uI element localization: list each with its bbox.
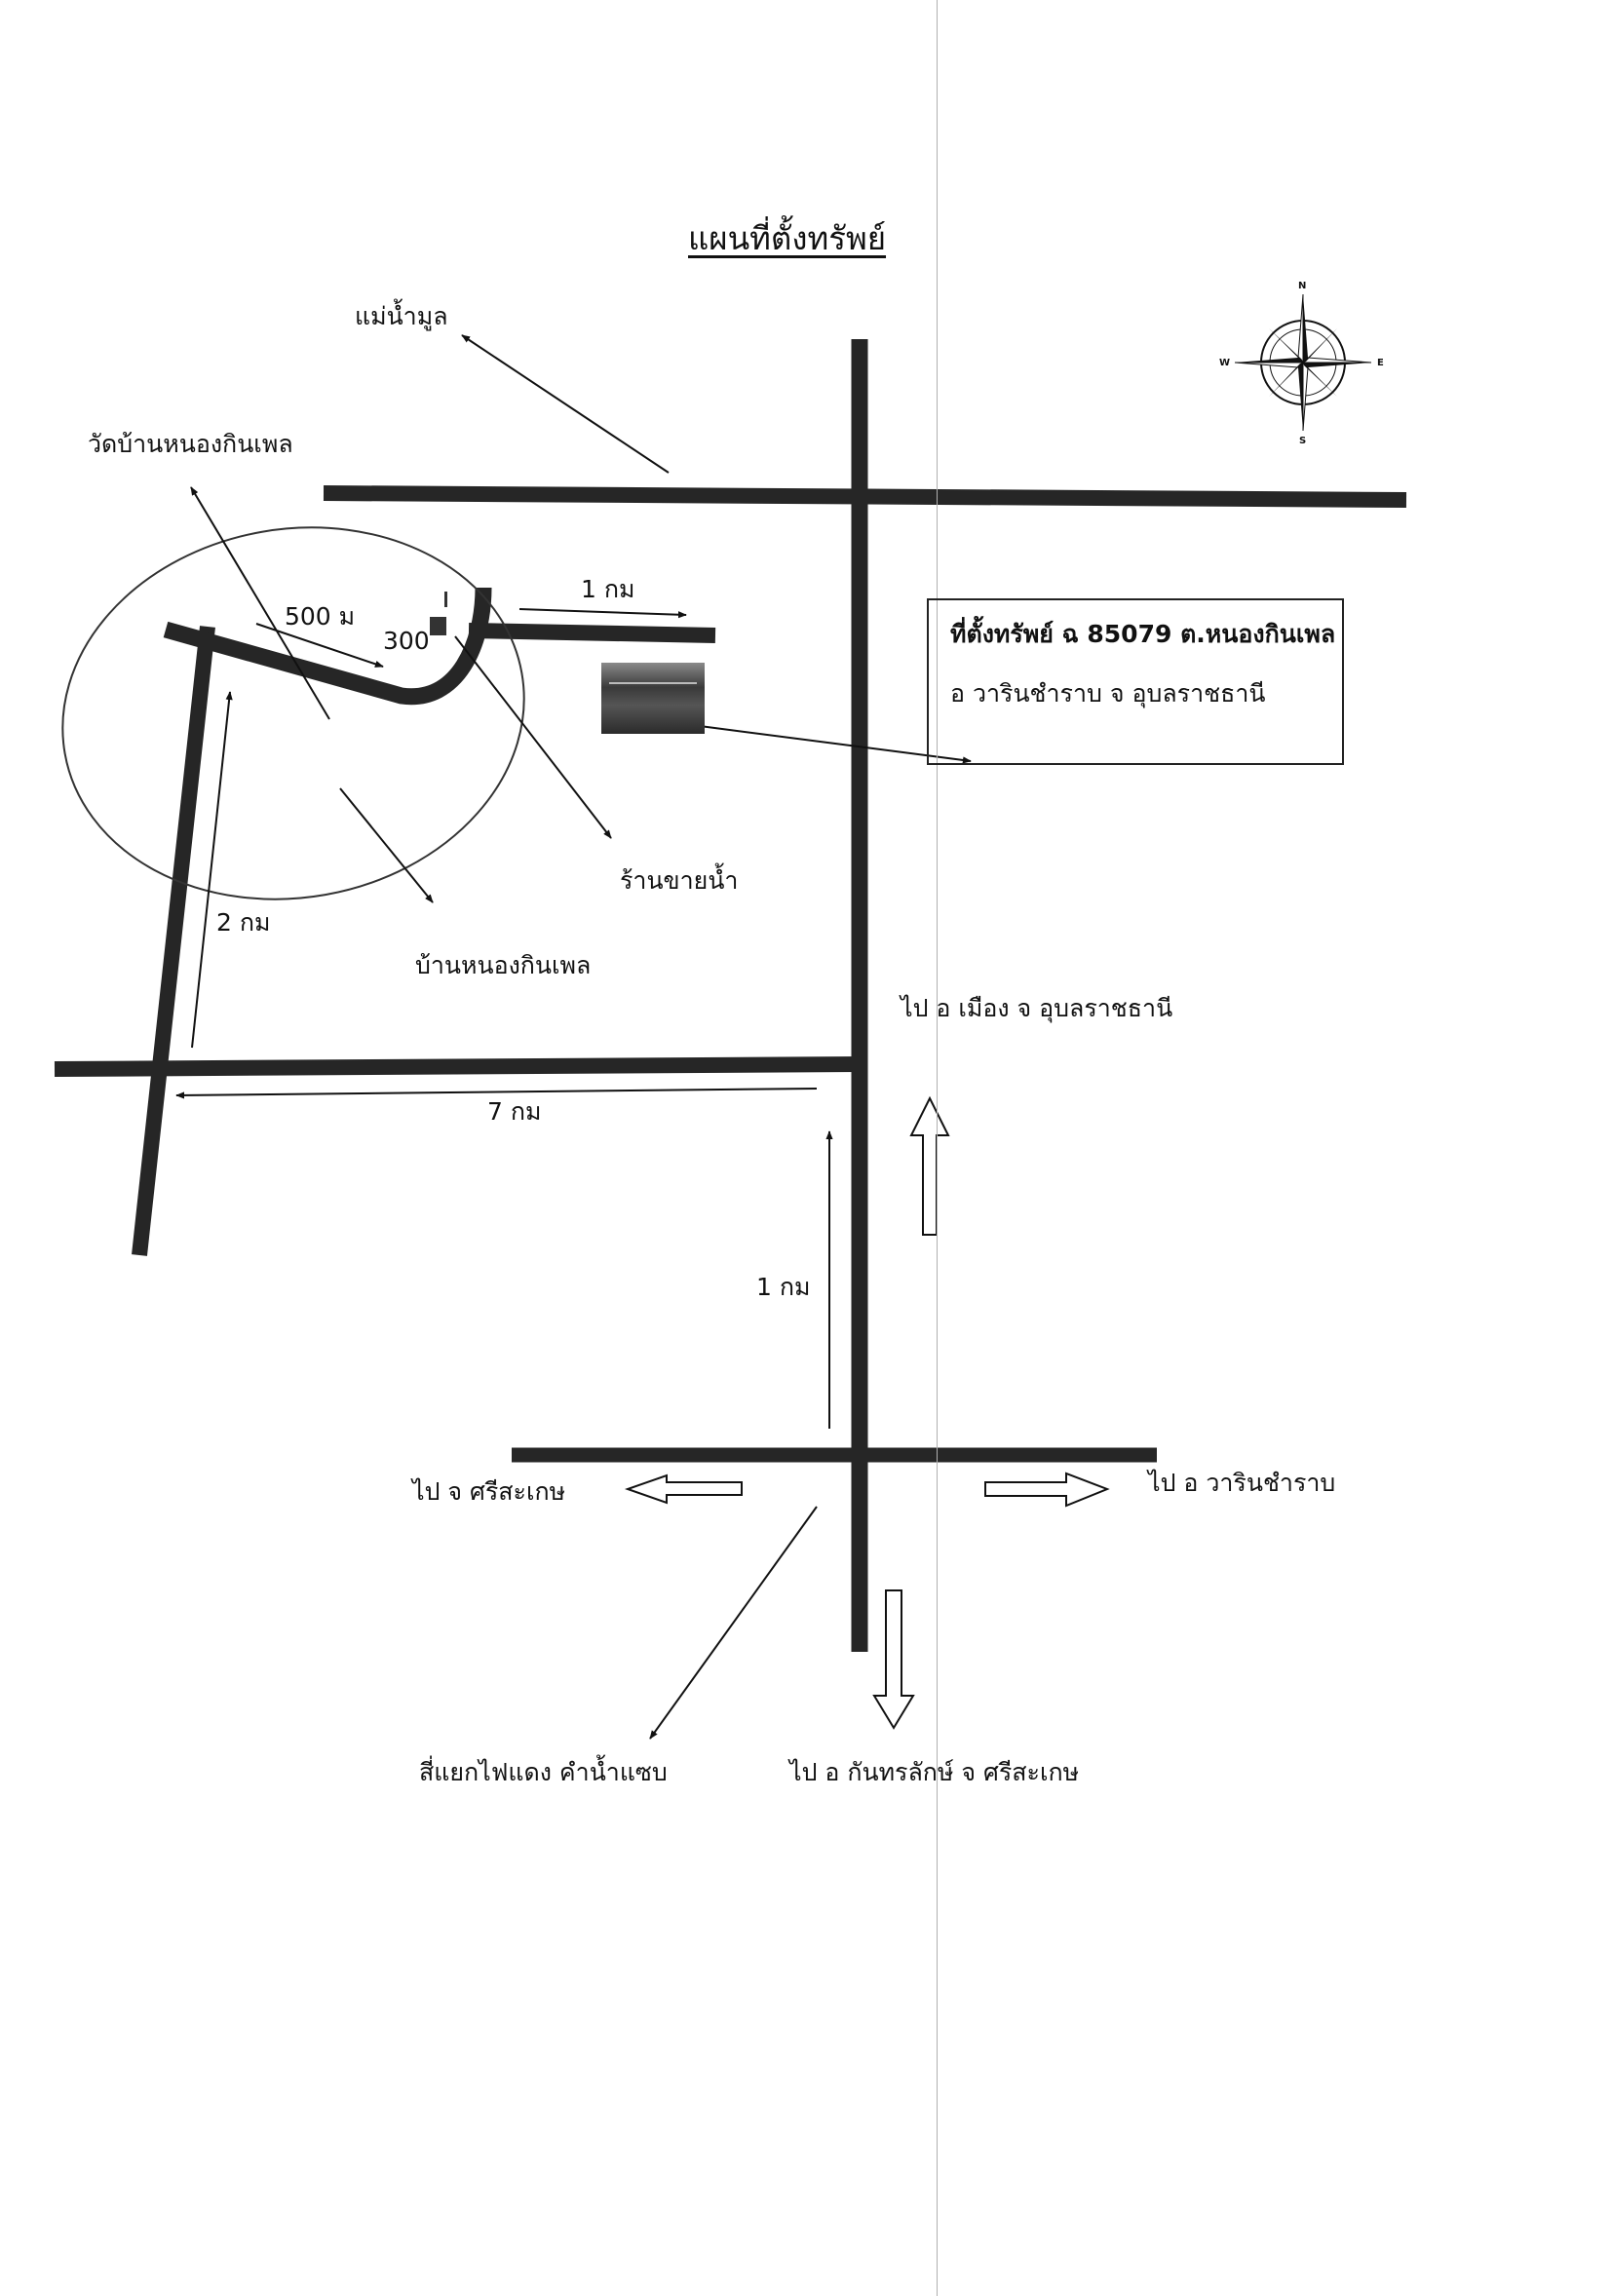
road-village-branch: [468, 623, 716, 643]
property-info-box: ที่ตั้งทรัพย์ ฉ 85079 ต.หนองกินเพล อ วาร…: [927, 598, 1344, 765]
arrow-1km-top: [518, 608, 687, 619]
label-traffic-light: สี่แยกไฟแดง คำน้ำแซบ: [419, 1758, 668, 1786]
label-2km: 2 กม: [216, 908, 271, 937]
property-line-1: ที่ตั้งทรัพย์ ฉ 85079 ต.หนองกินเพล: [950, 620, 1336, 648]
arrow-500m: [255, 623, 384, 668]
arrow-temple: [190, 486, 330, 720]
label-river: แม่น้ำมูล: [355, 302, 448, 330]
arrow-village: [339, 787, 434, 903]
label-500m: 500 ม: [285, 602, 356, 631]
road-west-north-south: [132, 626, 215, 1256]
label-water-shop: ร้านขายน้ำ: [620, 866, 739, 895]
label-to-sisaket: ไป จ ศรีสะเกษ: [412, 1477, 566, 1506]
hollow-arrow-south: [872, 1589, 915, 1730]
roads: [54, 339, 1407, 1652]
road-middle-east-west: [54, 1056, 861, 1077]
compass-west-label: W: [1219, 358, 1231, 368]
property-line-2: อ วารินชำราบ จ อุบลราชธานี: [950, 679, 1266, 708]
village-area-outline: [61, 526, 525, 900]
road-top-east-west: [323, 485, 1407, 508]
road-village-curve: [163, 587, 492, 706]
hollow-arrows: [624, 1095, 1110, 1730]
property-marker: [430, 617, 446, 635]
arrow-2km: [191, 691, 233, 1049]
compass-north-label: N: [1298, 281, 1307, 291]
arrow-river: [461, 334, 670, 474]
arrows: [175, 334, 972, 1740]
arrow-7km: [175, 1088, 818, 1099]
compass-rose: [1234, 293, 1372, 432]
hollow-arrow-east: [984, 1472, 1110, 1508]
compass-east-label: E: [1377, 358, 1384, 368]
label-1km-bottom: 1 กม: [756, 1273, 811, 1301]
label-temple: วัดบ้านหนองกินเพล: [88, 430, 293, 458]
label-to-kanthararak: ไป อ กันทรลักษ์ จ ศรีสะเกษ: [789, 1758, 1080, 1786]
label-7km: 7 กม: [487, 1097, 542, 1126]
label-300: 300: [383, 627, 430, 655]
label-to-warin: ไป อ วารินชำราบ: [1148, 1469, 1336, 1497]
label-village: บ้านหนองกินเพล: [415, 951, 592, 979]
label-1km-top: 1 กม: [581, 575, 635, 603]
arrow-water-shop: [454, 635, 612, 839]
paper-fold-line: [937, 0, 938, 2296]
arrow-property-box: [699, 725, 972, 764]
arrow-traffic-light: [649, 1506, 818, 1740]
hollow-arrow-north: [909, 1095, 950, 1236]
compass-south-label: S: [1299, 436, 1307, 446]
label-to-mueang: ไป อ เมือง จ อุบลราชธานี: [901, 994, 1173, 1022]
property-photo: [601, 663, 705, 734]
small-marker: [444, 592, 447, 607]
map-title: แผนที่ตั้งทรัพย์: [688, 219, 887, 257]
hollow-arrow-west-body: [624, 1473, 743, 1505]
